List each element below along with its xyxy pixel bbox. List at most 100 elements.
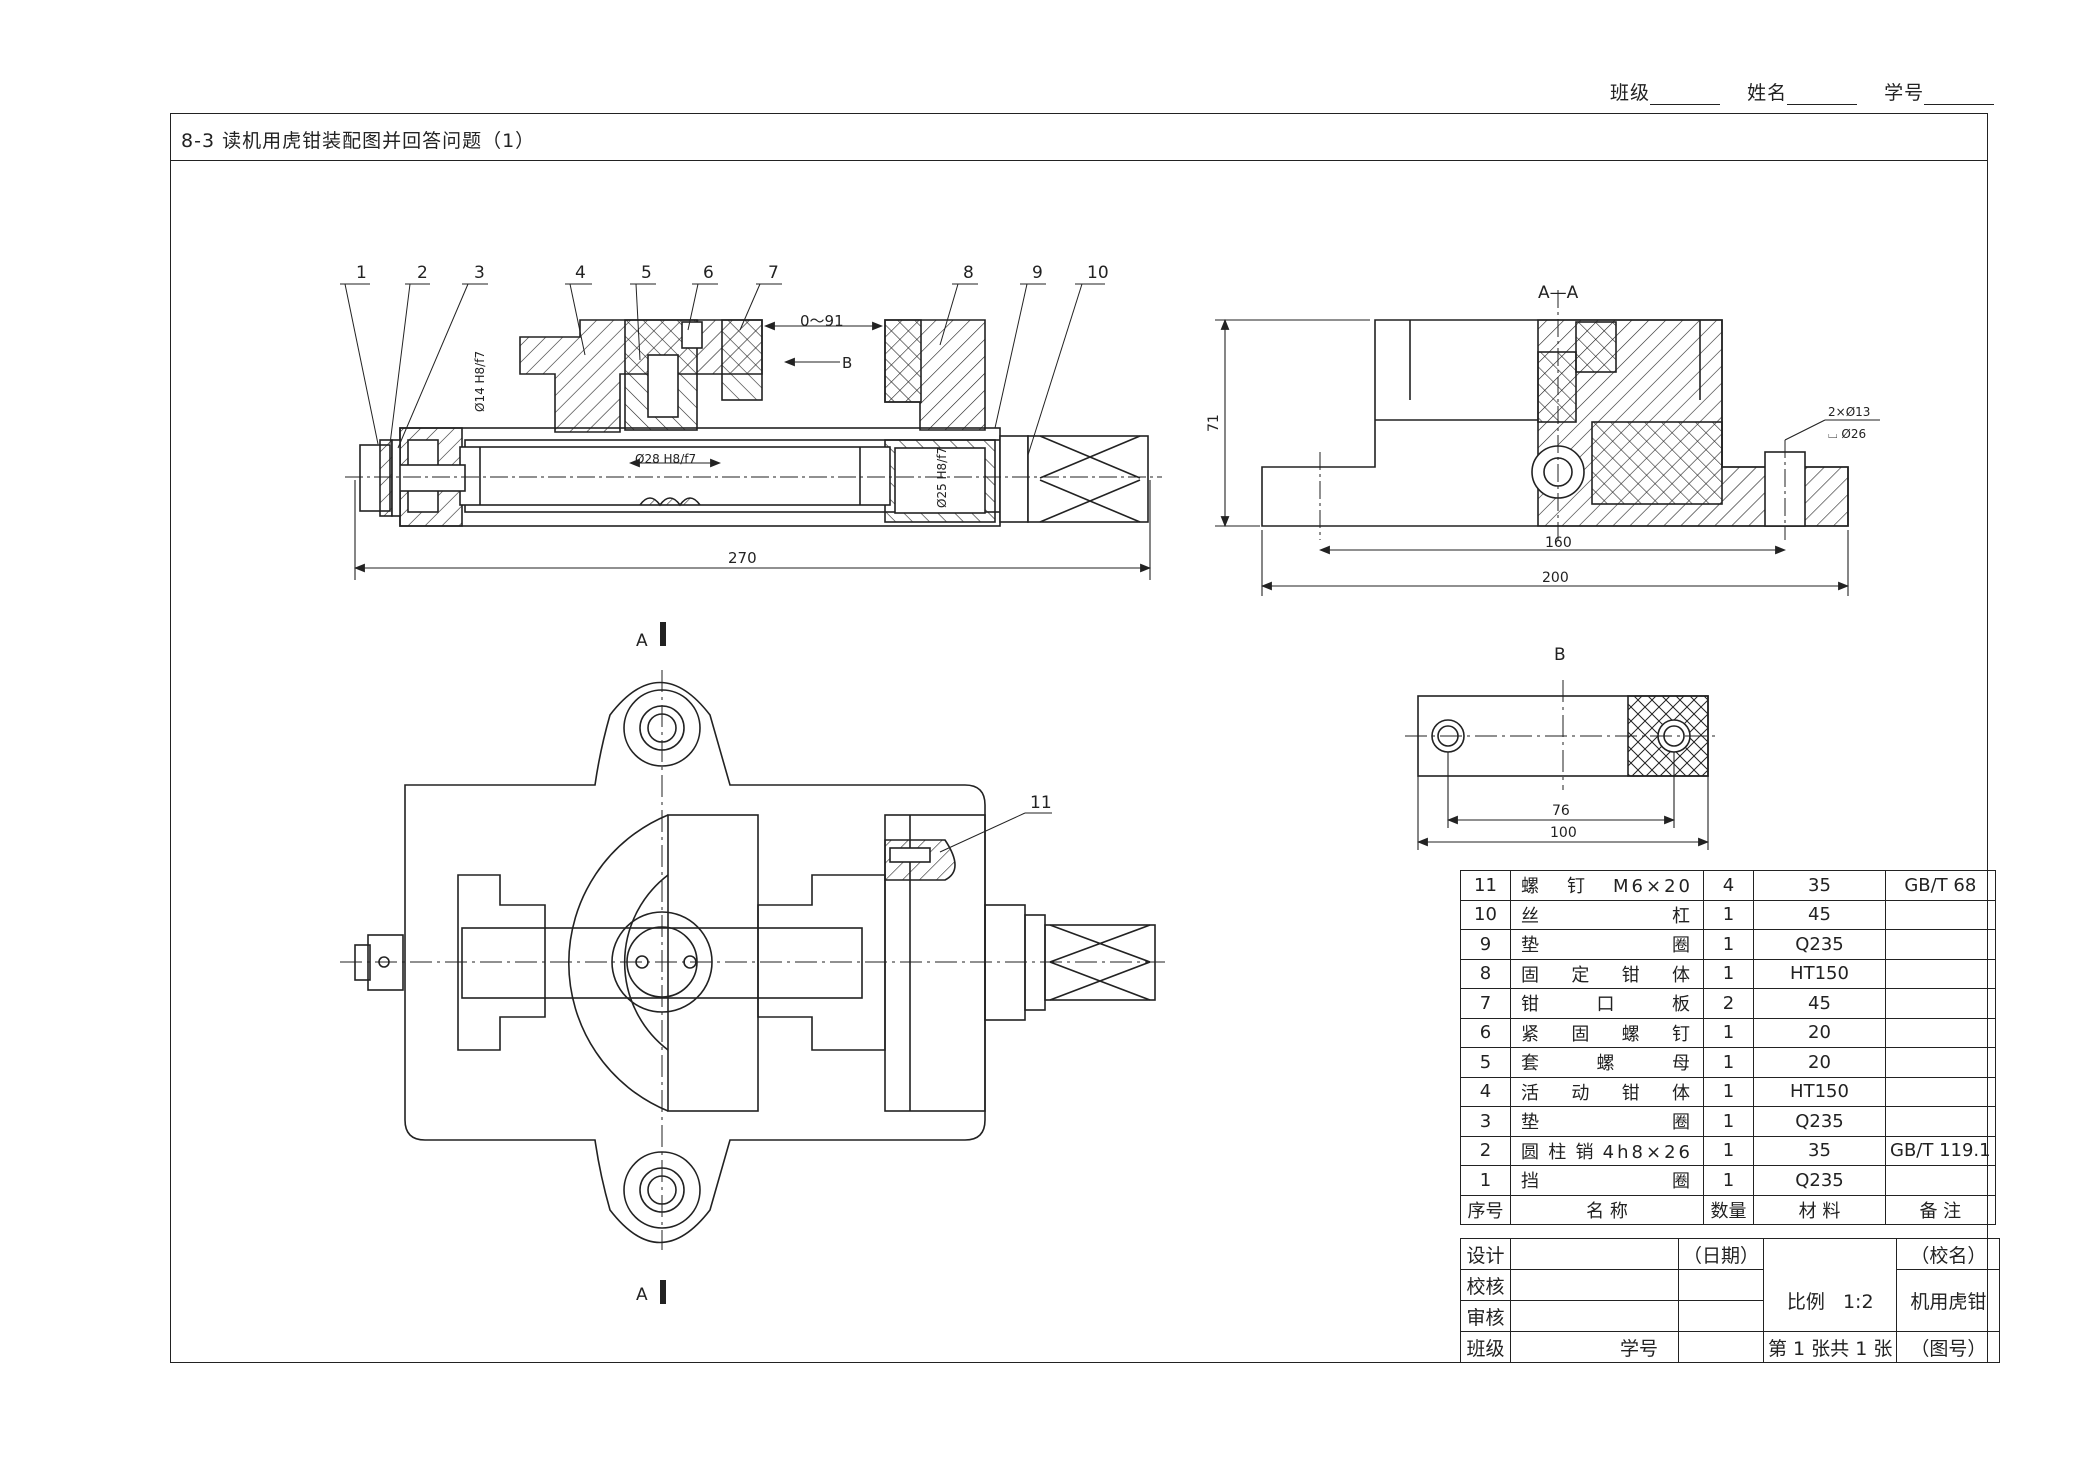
- bom-note: [1885, 1106, 1996, 1137]
- exercise-title: 8-3 读机用虎钳装配图并回答问题（1）: [181, 130, 536, 152]
- tb-drawing-no: （图号）: [1896, 1331, 2001, 1363]
- dim-range: 0～91: [800, 312, 844, 330]
- bom-qty: 1: [1703, 1106, 1754, 1137]
- bom-header-row: 序号 名 称 数量 材 料 备 注: [1460, 1194, 1996, 1225]
- tb-scale: 1:2: [1842, 1290, 1874, 1313]
- view-b: B: [1405, 645, 1720, 790]
- tb-date: （日期）: [1677, 1238, 1765, 1270]
- bom-no: 2: [1460, 1135, 1511, 1166]
- tb-product: 机用虎钳: [1896, 1269, 2001, 1332]
- top-view: [340, 670, 1165, 1250]
- bom-no: 9: [1460, 929, 1511, 960]
- bom-name: 垫圈: [1510, 1106, 1704, 1137]
- bom-qty: 2: [1703, 988, 1754, 1019]
- bom-qty: 1: [1703, 1165, 1754, 1196]
- bom-no: 7: [1460, 988, 1511, 1019]
- bom-name: 圆柱销4h8×26: [1510, 1135, 1704, 1166]
- dim-270: 270: [728, 549, 757, 567]
- dim-200: 200: [1542, 570, 1569, 586]
- bom-note: GB/T 119.1: [1885, 1135, 1996, 1166]
- bom-material: 35: [1753, 870, 1886, 901]
- bom-note: [1885, 899, 1996, 930]
- class-label: 班级: [1610, 82, 1651, 104]
- bom-name: 垫圈: [1510, 929, 1704, 960]
- bom-name: 丝杠: [1510, 899, 1704, 930]
- bom-note: [1885, 1165, 1996, 1196]
- balloon-9: 9: [1032, 263, 1043, 283]
- balloon-4: 4: [575, 263, 586, 283]
- square-drive: [1027, 435, 1149, 523]
- bom-no: 11: [1460, 870, 1511, 901]
- balloon-11: 11: [1030, 793, 1052, 813]
- name-blank[interactable]: [1787, 86, 1858, 105]
- bom-no: 4: [1460, 1076, 1511, 1107]
- front-section-view: [345, 319, 1162, 527]
- cbore-callout: ⌴ Ø26: [1828, 427, 1866, 441]
- bom-note: [1885, 929, 1996, 960]
- bom-header-no: 序号: [1460, 1194, 1511, 1225]
- dim-100: 100: [1550, 825, 1577, 841]
- bom-material: 20: [1753, 1047, 1886, 1078]
- bom-name: 螺钉M6×20: [1510, 870, 1704, 901]
- tb-class: 班级: [1460, 1331, 1511, 1363]
- dim-160: 160: [1545, 535, 1572, 551]
- holes-callout: 2×Ø13: [1828, 405, 1870, 419]
- bom-material: 45: [1753, 988, 1886, 1019]
- tb-check: 校核: [1460, 1269, 1511, 1301]
- tb-design: 设计: [1460, 1238, 1511, 1270]
- bom-name: 固定钳体: [1510, 958, 1704, 989]
- bom-qty: 4: [1703, 870, 1754, 901]
- bom-qty: 1: [1703, 958, 1754, 989]
- bom-note: GB/T 68: [1885, 870, 1996, 901]
- fit-d14: Ø14 H8/f7: [473, 351, 487, 412]
- id-blank[interactable]: [1924, 86, 1995, 105]
- class-blank[interactable]: [1650, 86, 1721, 105]
- balloon-8: 8: [963, 263, 974, 283]
- bom-note: [1885, 1017, 1996, 1048]
- balloon-7: 7: [768, 263, 779, 283]
- bom-material: 45: [1753, 899, 1886, 930]
- bom-no: 10: [1460, 899, 1511, 930]
- bom-no: 3: [1460, 1106, 1511, 1137]
- bom-no: 6: [1460, 1017, 1511, 1048]
- side-section-view: A—A: [1261, 283, 1849, 540]
- fit-d28: Ø28 H8/f7: [635, 452, 696, 466]
- balloon-6: 6: [703, 263, 714, 283]
- dim-76: 76: [1552, 803, 1570, 819]
- title-bar: 8-3 读机用虎钳装配图并回答问题（1）: [171, 114, 1987, 161]
- bom-name: 活动钳体: [1510, 1076, 1704, 1107]
- jaw-plate-section: [721, 319, 763, 401]
- bom-note: [1885, 1076, 1996, 1107]
- bom-name: 套螺母: [1510, 1047, 1704, 1078]
- balloon-3: 3: [474, 263, 485, 283]
- bom-qty: 1: [1703, 1076, 1754, 1107]
- bom-name: 挡圈: [1510, 1165, 1704, 1196]
- cut-a-bottom-label: A: [636, 1285, 648, 1305]
- bom-name: 紧固螺钉: [1510, 1017, 1704, 1048]
- tb-sheet: 第 1 张共 1 张: [1763, 1331, 1898, 1363]
- balloon-2: 2: [417, 263, 428, 283]
- bom-material: Q235: [1753, 1165, 1886, 1196]
- bom-qty: 1: [1703, 1047, 1754, 1078]
- cut-a-top-label: A: [636, 631, 648, 651]
- dim-71: 71: [1206, 414, 1222, 432]
- cut-mark-bottom: [660, 1280, 666, 1304]
- balloon-10: 10: [1087, 263, 1109, 283]
- bom-material: HT150: [1753, 1076, 1886, 1107]
- tb-sid: 学号: [1510, 1331, 1679, 1363]
- title-block: 设计 （日期） （校名） 校核 比例 1:2 机用虎钳 审核 班级 学号 第 1…: [1460, 1238, 2001, 1363]
- tb-review: 审核: [1460, 1300, 1511, 1332]
- bom-note: [1885, 1047, 1996, 1078]
- arrow-b-label: B: [842, 354, 852, 372]
- bom-note: [1885, 988, 1996, 1019]
- name-label: 姓名: [1747, 82, 1788, 104]
- bom-header-qty: 数量: [1703, 1194, 1754, 1225]
- bom-material: 20: [1753, 1017, 1886, 1048]
- balloon-1: 1: [356, 263, 367, 283]
